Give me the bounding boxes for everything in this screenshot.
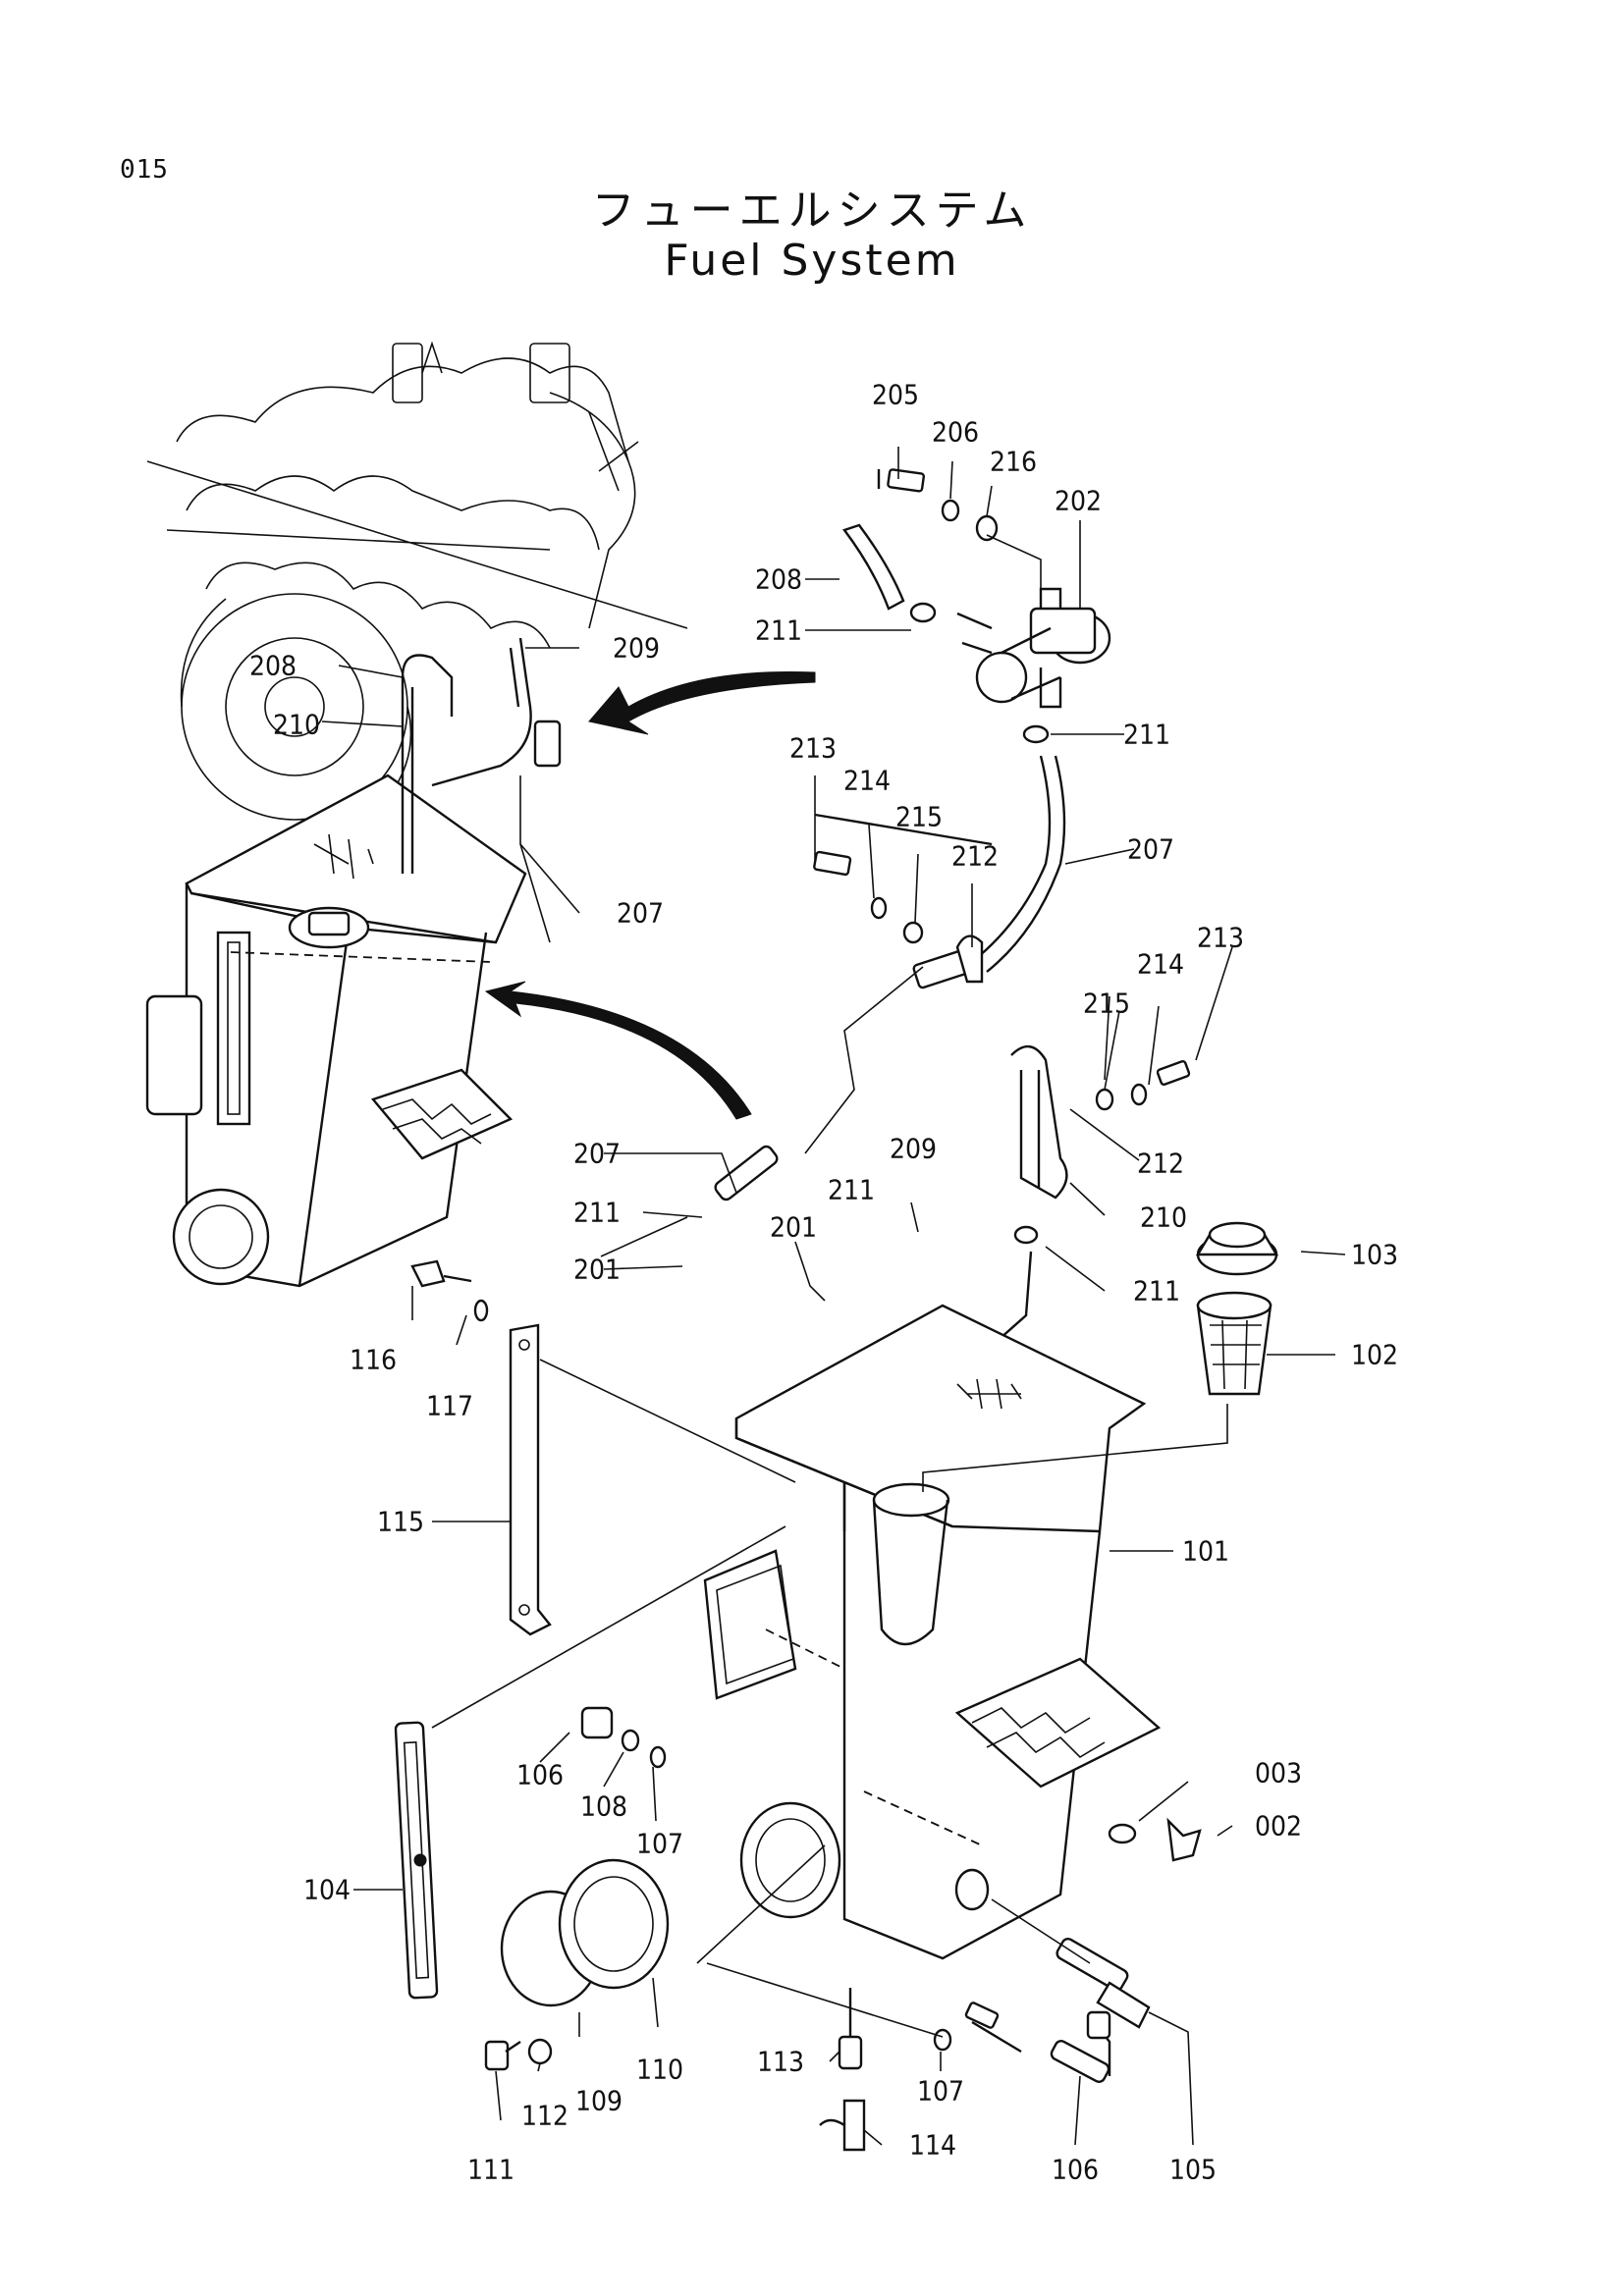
callout-208: 208 [248, 649, 298, 682]
callout-107: 107 [916, 2074, 965, 2108]
callout-215: 215 [894, 800, 944, 833]
callout-116: 116 [349, 1343, 398, 1376]
callout-104: 104 [302, 1873, 352, 1906]
engine-hoses [401, 637, 562, 943]
callout-101: 101 [1181, 1534, 1230, 1568]
callout-111: 111 [466, 2153, 515, 2186]
tank-small-illustration [145, 774, 527, 1288]
drain-parts [484, 1706, 1202, 2152]
callout-207: 207 [616, 896, 665, 930]
callout-210: 210 [272, 708, 321, 741]
callout-207: 207 [572, 1137, 622, 1170]
callout-215: 215 [1082, 987, 1131, 1020]
callout-211: 211 [827, 1173, 876, 1206]
callout-213: 213 [788, 731, 838, 765]
callout-212: 212 [950, 839, 1000, 873]
callout-206: 206 [931, 415, 980, 449]
callout-114: 114 [908, 2128, 957, 2162]
filter-and-cap [922, 1221, 1279, 1492]
fuel-tank-101 [703, 1304, 1162, 1960]
page-number: 015 [120, 155, 169, 185]
callout-214: 214 [1136, 947, 1185, 981]
callout-103: 103 [1350, 1238, 1399, 1271]
callout-002: 002 [1254, 1809, 1303, 1842]
title-japanese: フューエルシステム [591, 186, 1033, 236]
callout-210: 210 [1139, 1201, 1188, 1234]
title-english: Fuel System [664, 236, 960, 286]
callout-106: 106 [1051, 2153, 1100, 2186]
callout-106: 106 [515, 1758, 565, 1791]
callout-115: 115 [376, 1505, 425, 1538]
callout-208: 208 [754, 562, 803, 596]
callout-117: 117 [425, 1389, 474, 1422]
callout-216: 216 [989, 445, 1038, 478]
callout-211: 211 [1132, 1274, 1181, 1308]
engine-outline [146, 341, 688, 821]
callout-211: 211 [572, 1196, 622, 1229]
flow-arrows [484, 670, 816, 1120]
leader-lines [321, 447, 1346, 2146]
callout-213: 213 [1196, 921, 1245, 954]
fuel-pump-assembly [714, 468, 1111, 1201]
callout-113: 113 [756, 2045, 805, 2078]
callout-211: 211 [1122, 718, 1171, 751]
callout-211: 211 [754, 614, 803, 647]
gauge-and-bracket [394, 1259, 796, 2000]
callout-105: 105 [1168, 2153, 1218, 2186]
callout-207: 207 [1126, 832, 1175, 866]
callout-209: 209 [612, 631, 661, 665]
callout-107: 107 [635, 1827, 684, 1860]
callout-112: 112 [520, 2099, 569, 2132]
callout-214: 214 [842, 764, 892, 797]
callout-209: 209 [889, 1132, 938, 1165]
callout-205: 205 [871, 378, 920, 411]
callout-110: 110 [635, 2053, 684, 2086]
callout-109: 109 [574, 2084, 623, 2117]
callout-201: 201 [769, 1210, 818, 1244]
callout-201: 201 [572, 1253, 622, 1286]
callout-102: 102 [1350, 1338, 1399, 1371]
callout-003: 003 [1254, 1756, 1303, 1789]
callout-202: 202 [1054, 484, 1103, 517]
callout-212: 212 [1136, 1147, 1185, 1180]
callout-108: 108 [579, 1789, 628, 1823]
